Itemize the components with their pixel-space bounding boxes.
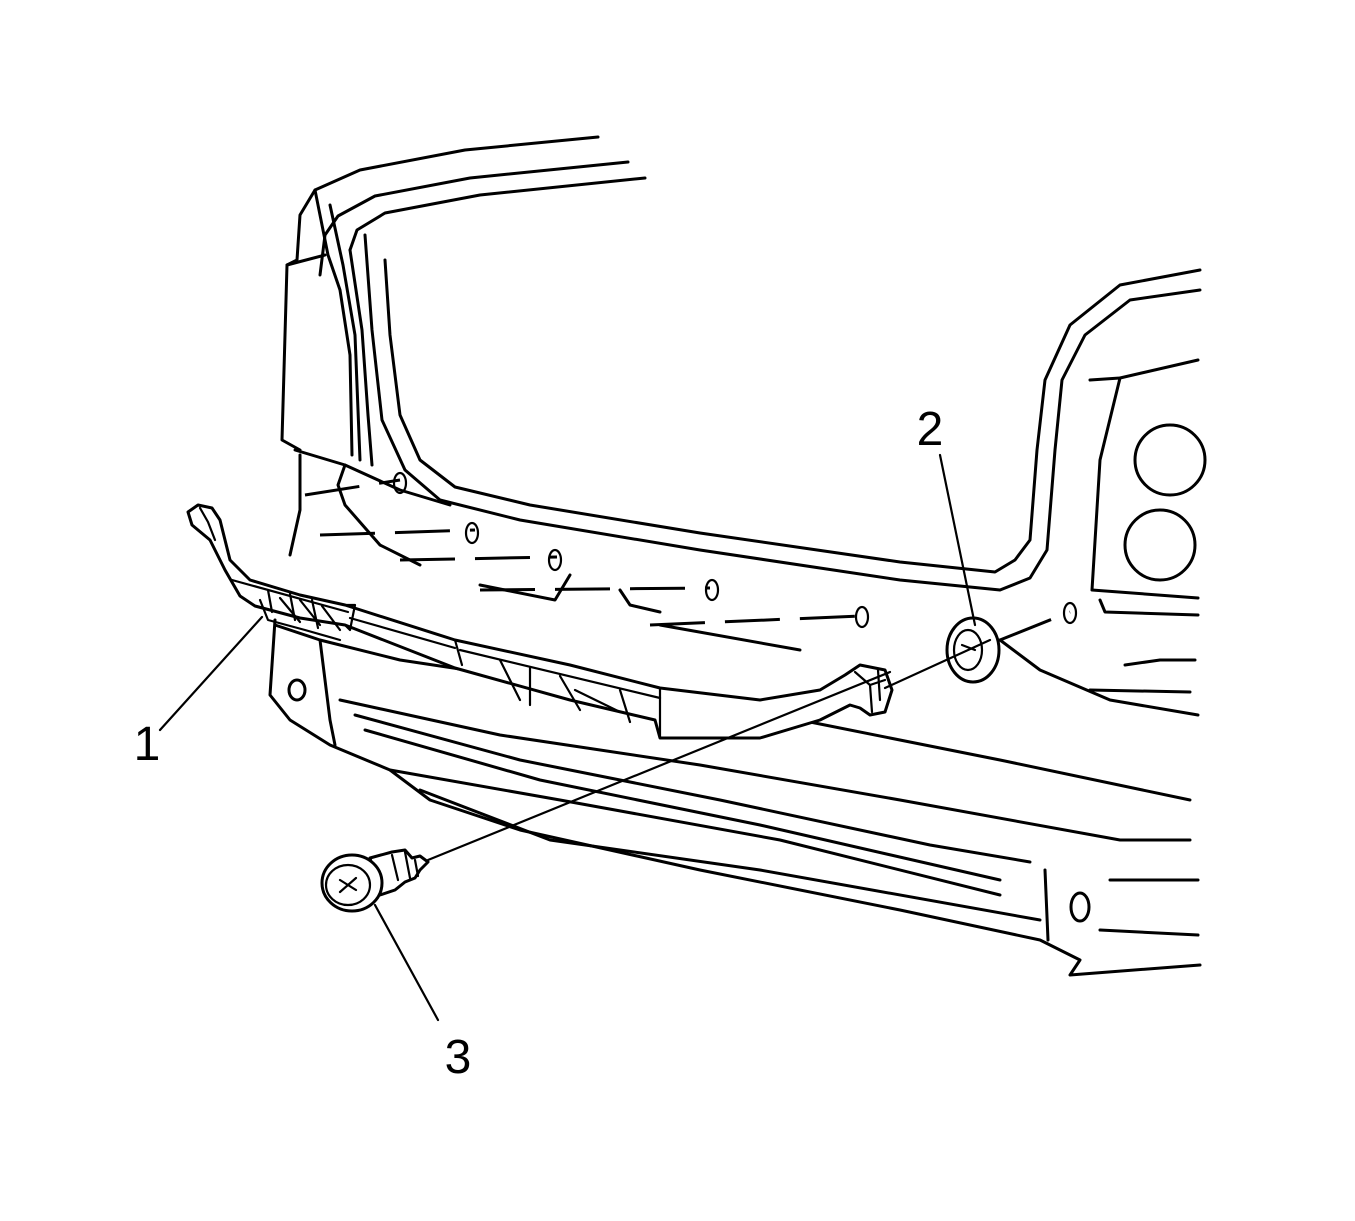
callout-1: 1 (134, 718, 161, 771)
assembly-lines (426, 638, 992, 862)
retainer-grommet (945, 616, 1001, 684)
callout-3: 3 (445, 1031, 472, 1084)
bumper-guide-bracket (186, 503, 894, 740)
rear-bumper-fascia (268, 618, 1202, 977)
leader-lines (158, 453, 977, 1022)
alignment-lines (304, 471, 1078, 642)
callout-2: 2 (917, 403, 944, 456)
vehicle-body (280, 135, 1207, 717)
screw (320, 848, 430, 913)
